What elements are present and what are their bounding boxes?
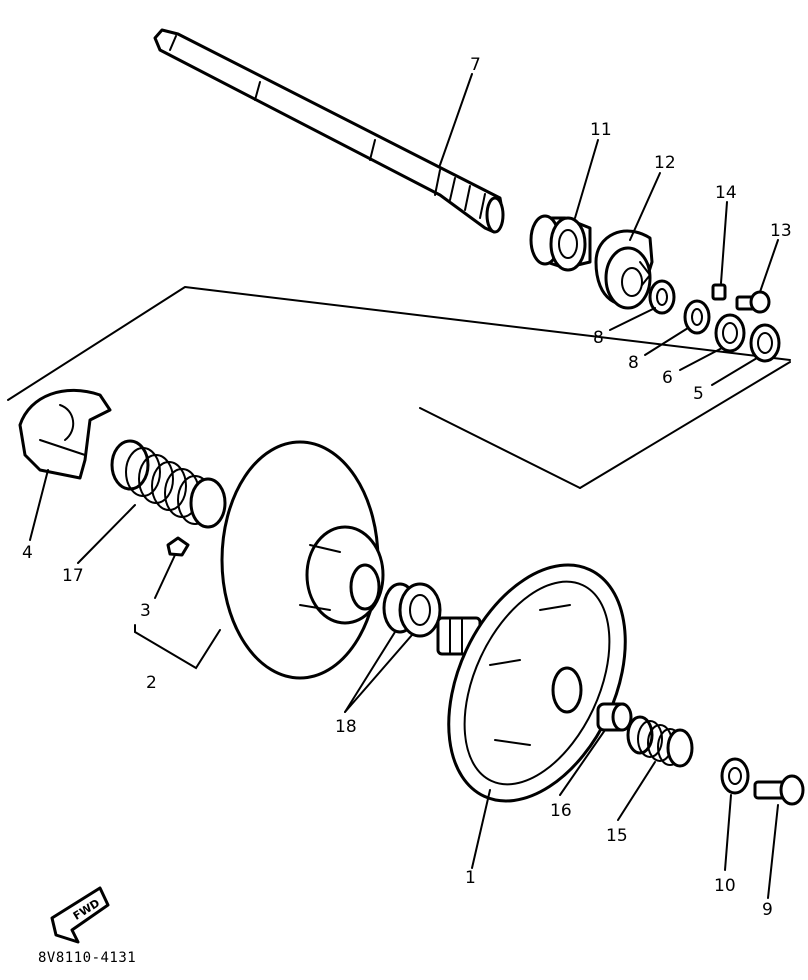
label-1: 1 [465,868,476,888]
label-5: 5 [693,384,704,404]
washer-8b [683,299,711,335]
bolt-lower [753,774,805,806]
primary-shaft [153,28,505,234]
washer-10 [720,757,750,795]
label-9: 9 [762,900,773,920]
label-8b: 8 [628,353,639,373]
collar-plate [594,229,654,310]
sliding-sheave [220,440,385,680]
washer-6 [714,313,746,353]
collar-18 [382,582,442,638]
label-3: 3 [140,601,151,621]
label-6: 6 [662,368,673,388]
label-16: 16 [550,801,572,821]
label-11: 11 [590,120,612,140]
cam [18,388,112,480]
label-15: 15 [606,826,628,846]
label-17: 17 [62,566,84,586]
slider [166,536,190,557]
label-4: 4 [22,543,33,563]
label-13: 13 [770,221,792,241]
label-12: 12 [654,153,676,173]
spring-large [110,439,227,529]
label-18: 18 [335,717,357,737]
leader-lines [29,73,779,899]
assembly-boundary [7,286,791,489]
catalog-code: 8V8110-4131 [38,950,136,966]
label-8a: 8 [593,328,604,348]
label-2: 2 [146,673,157,693]
part-labels: 7 11 12 14 13 8 8 6 5 4 17 3 2 18 16 15 … [22,55,792,920]
label-10: 10 [714,876,736,896]
washer-8a [648,279,676,315]
bearing [529,214,592,272]
fwd-arrow-icon: FWD [50,886,110,944]
nut [711,283,727,301]
bolt-upper [735,290,771,314]
washer-5 [749,323,781,363]
roller [596,702,633,732]
spring-small [626,715,694,768]
fixed-sheave [447,563,627,803]
label-14: 14 [715,183,737,203]
label-7: 7 [470,55,481,75]
